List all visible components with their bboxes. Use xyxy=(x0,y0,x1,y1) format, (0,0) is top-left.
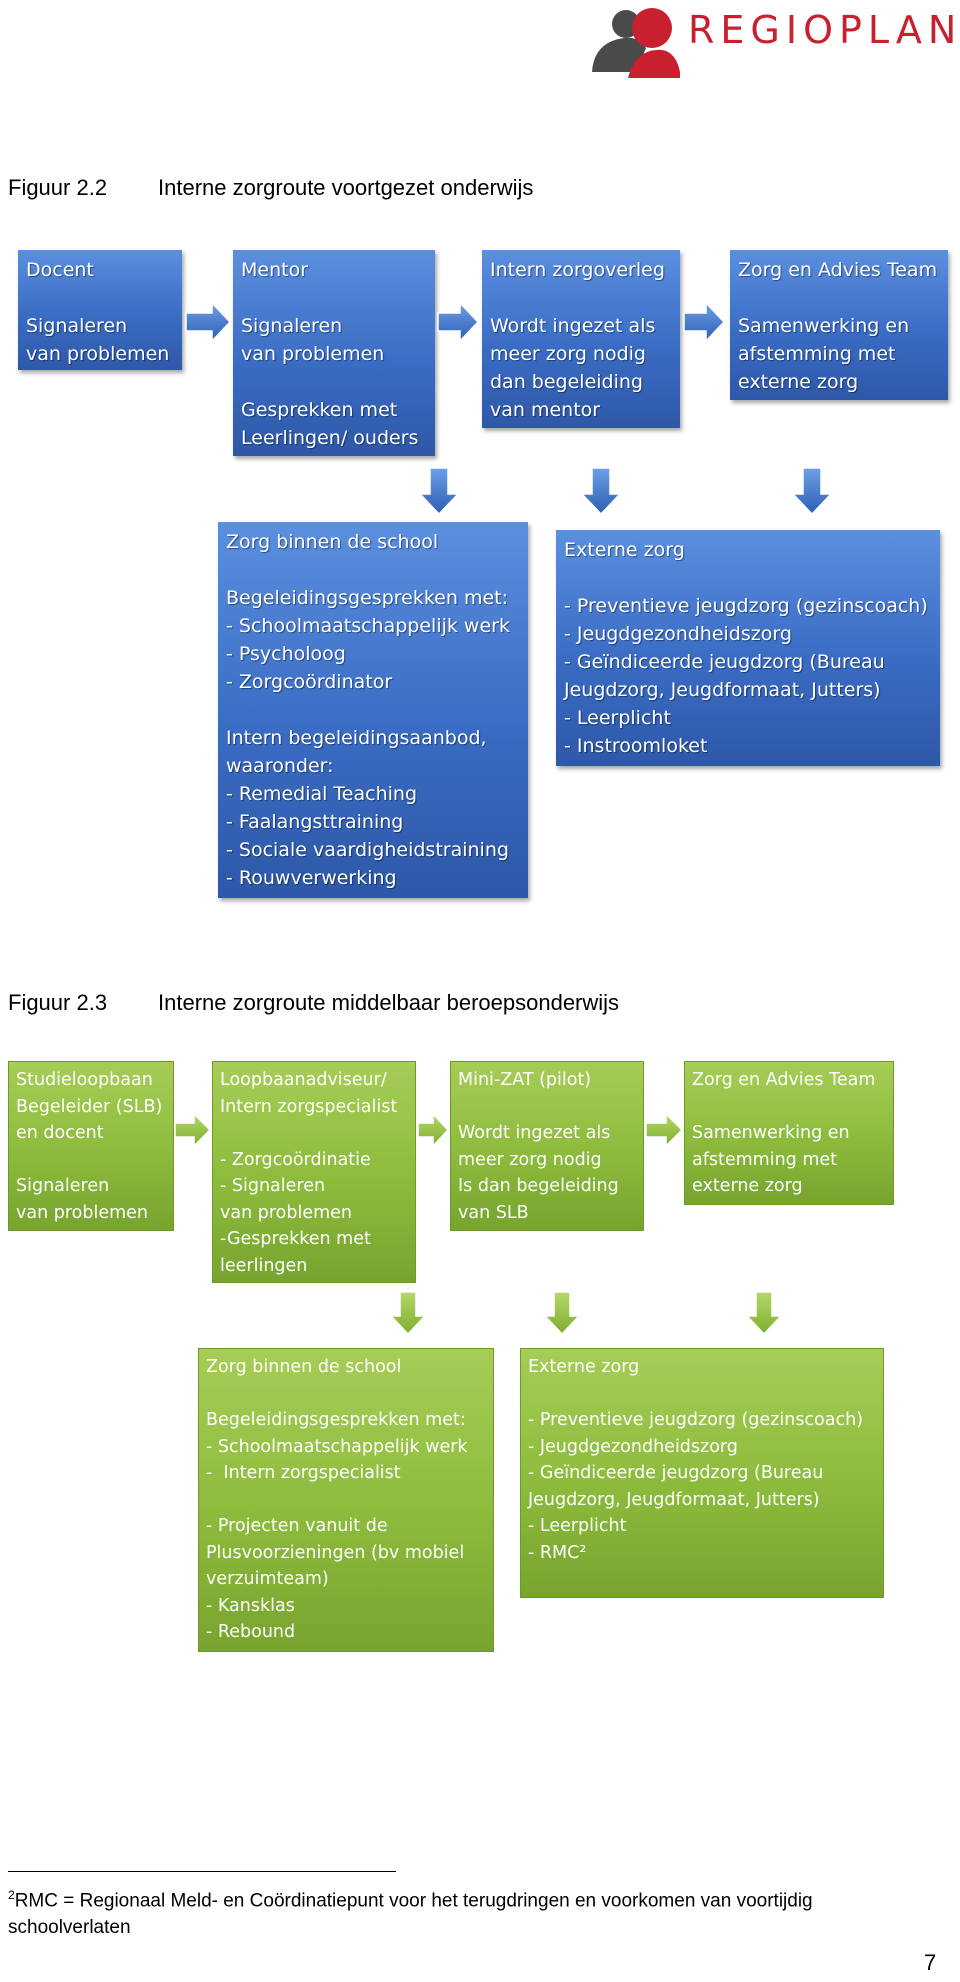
footnote-separator xyxy=(8,1871,396,1872)
logo-text: REGIOPLAN xyxy=(688,8,960,52)
page-number: 7 xyxy=(924,1950,937,1975)
figure-2-2-number: Figuur 2.2 xyxy=(8,175,108,200)
figure-2-2-title: Interne zorgroute voortgezet onderwijs xyxy=(158,175,534,200)
arrow-down-icon xyxy=(543,1291,581,1336)
arrow-right-icon xyxy=(437,301,480,343)
fig22-box-zorg-binnen-school: Zorg binnen de school Begeleidingsgespre… xyxy=(218,522,528,898)
arrow-right-icon xyxy=(417,1112,450,1148)
fig22-box-zorg-advies-team: Zorg en Advies Team Samenwerking en afst… xyxy=(730,250,948,400)
arrow-right-icon xyxy=(185,301,232,343)
fig22-box-externe-zorg: Externe zorg - Preventieve jeugdzorg (ge… xyxy=(556,530,940,766)
fig23-box-zorg-advies-team: Zorg en Advies Team Samenwerking en afst… xyxy=(684,1061,894,1205)
footnote-text: RMC = Regionaal Meld- en Coördinatiepunt… xyxy=(8,1890,813,1939)
fig22-box-intern-zorgoverleg: Intern zorgoverleg Wordt ingezet als mee… xyxy=(482,250,680,428)
fig22-box-docent: Docent Signaleren van problemen xyxy=(18,250,182,370)
arrow-down-icon xyxy=(580,467,622,516)
fig23-box-studieloopbaan: Studieloopbaan Begeleider (SLB) en docen… xyxy=(8,1061,174,1231)
arrow-down-icon xyxy=(791,467,833,516)
arrow-down-icon xyxy=(745,1291,783,1336)
arrow-right-icon xyxy=(683,301,726,343)
arrow-down-icon xyxy=(389,1291,427,1336)
fig23-box-externe-zorg: Externe zorg - Preventieve jeugdzorg (ge… xyxy=(520,1348,884,1598)
regioplan-logo: REGIOPLAN xyxy=(588,2,958,82)
fig23-box-mini-zat: Mini-ZAT (pilot) Wordt ingezet als meer … xyxy=(450,1061,644,1231)
arrow-down-icon xyxy=(418,467,460,516)
figure-2-3-title: Interne zorgroute middelbaar beroepsonde… xyxy=(158,990,620,1015)
fig22-box-mentor: Mentor Signaleren van problemen Gesprekk… xyxy=(233,250,435,456)
fig23-box-zorg-binnen-school: Zorg binnen de school Begeleidingsgespre… xyxy=(198,1348,494,1652)
footnote: 2RMC = Regionaal Meld- en Coördinatiepun… xyxy=(8,1882,938,1941)
footnote-marker: 2 xyxy=(8,1888,15,1902)
logo-figure-icon xyxy=(592,8,680,78)
fig22-arrows xyxy=(185,301,833,516)
arrow-right-icon xyxy=(645,1112,684,1148)
figure-2-3-number: Figuur 2.3 xyxy=(8,990,108,1015)
fig23-arrows xyxy=(174,1112,783,1336)
arrow-right-icon xyxy=(174,1112,212,1148)
fig23-box-loopbaanadviseur: Loopbaanadviseur/ Intern zorgspecialist … xyxy=(212,1061,416,1283)
